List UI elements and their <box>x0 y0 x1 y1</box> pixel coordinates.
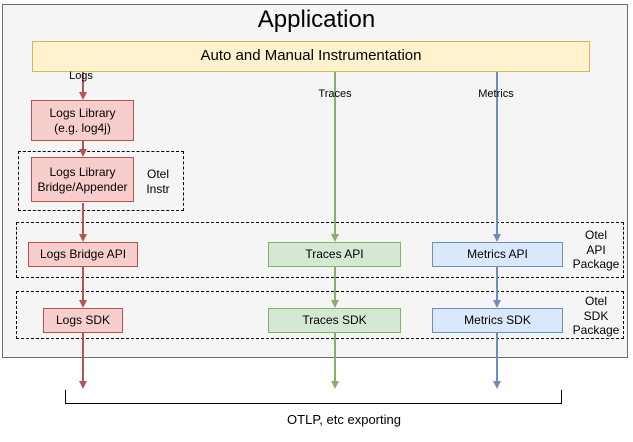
logs-arrow-2 <box>78 141 88 157</box>
logs-arrow-3 <box>78 203 88 242</box>
metrics-api-label: Metrics API <box>467 247 528 261</box>
metrics-sdk-box: Metrics SDK <box>432 308 563 333</box>
traces-api-label: Traces API <box>305 247 364 261</box>
otel-api-package-line2: API <box>586 242 606 257</box>
instrumentation-box: Auto and Manual Instrumentation <box>32 41 590 72</box>
otel-instr-line2: Instr <box>146 181 170 196</box>
logs-sdk-label: Logs SDK <box>55 313 111 327</box>
logs-arrow-5 <box>78 333 88 389</box>
logs-library-box: Logs Library (e.g. log4j) <box>31 100 134 141</box>
logs-bridge-api-box: Logs Bridge API <box>28 242 138 267</box>
otel-sdk-package-group <box>16 291 624 339</box>
metrics-arrow-3 <box>492 333 502 389</box>
otel-instr-line1: Otel <box>146 167 169 181</box>
logs-bridge-line2: Bridge/Appender <box>37 179 128 194</box>
otel-api-package-label: Otel API Package <box>566 228 626 272</box>
traces-arrow-2 <box>330 267 340 308</box>
exporting-bracket <box>65 390 562 404</box>
logs-edge-label: Logs <box>69 70 93 82</box>
traces-sdk-label: Traces SDK <box>302 313 367 327</box>
instrumentation-label: Auto and Manual Instrumentation <box>200 47 422 65</box>
logs-sdk-box: Logs SDK <box>43 308 123 333</box>
logs-library-bridge-box: Logs Library Bridge/Appender <box>31 157 134 202</box>
otel-api-package-line3: Package <box>572 257 620 271</box>
otel-sdk-package-line1: Otel <box>584 294 607 308</box>
metrics-api-box: Metrics API <box>432 242 563 267</box>
traces-api-box: Traces API <box>268 242 401 267</box>
otel-api-package-line1: Otel <box>584 228 607 242</box>
metrics-arrow-1 <box>492 72 502 242</box>
logs-library-line2: (e.g. log4j) <box>54 120 111 135</box>
otel-sdk-package-line2: SDK <box>583 308 609 323</box>
metrics-arrow-2 <box>492 267 502 308</box>
metrics-sdk-label: Metrics SDK <box>464 313 531 327</box>
logs-library-line1: Logs Library <box>49 105 116 120</box>
otel-sdk-package-line3: Package <box>572 323 620 337</box>
otel-api-package-group <box>16 222 624 278</box>
otel-instr-label: Otel Instr <box>139 167 177 196</box>
application-title: Application <box>257 6 376 33</box>
traces-sdk-box: Traces SDK <box>268 308 401 333</box>
metrics-edge-label: Metrics <box>478 88 514 100</box>
traces-arrow-3 <box>330 333 340 389</box>
traces-arrow-1 <box>330 72 340 242</box>
logs-arrow-4 <box>78 267 88 308</box>
otel-sdk-package-label: Otel SDK Package <box>566 294 626 338</box>
traces-edge-label: Traces <box>318 88 352 100</box>
logs-arrow-1 <box>78 72 88 100</box>
otel-instr-group <box>18 151 184 211</box>
logs-bridge-line1: Logs Library <box>49 164 116 179</box>
logs-bridge-api-label: Logs Bridge API <box>39 247 127 261</box>
exporting-label: OTLP, etc exporting <box>287 412 401 427</box>
